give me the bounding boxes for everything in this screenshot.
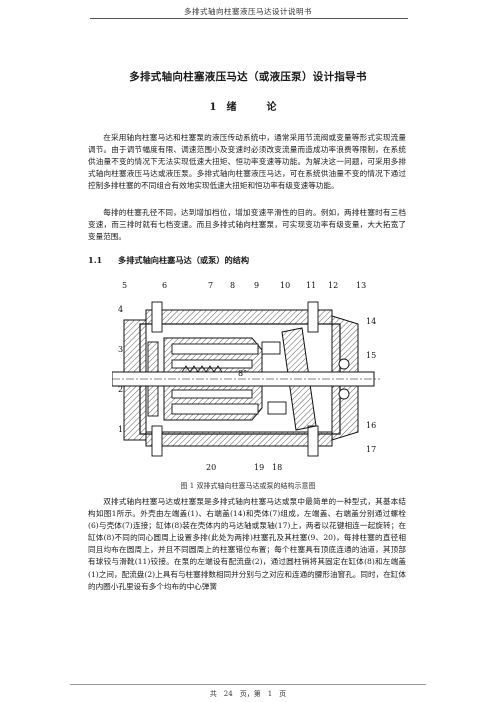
paragraph-structure: 双排式轴向柱塞马达或柱塞泵是多排式轴向柱塞马达或泵中最简单的一种型式，其基本结构… bbox=[88, 497, 406, 591]
pistons bbox=[171, 343, 259, 415]
callout-8: 8 bbox=[230, 281, 235, 290]
section-title-text: 绪 论 bbox=[226, 102, 287, 113]
callout-5: 5 bbox=[122, 281, 127, 290]
header-rule bbox=[90, 18, 408, 19]
callout-18: 18 bbox=[272, 463, 282, 472]
document-title: 多排式轴向柱塞液压马达（或液压泵）设计指导书 bbox=[129, 71, 367, 83]
subsection-heading: 1.1 多排式轴向柱塞马达（或泵）的结构 bbox=[88, 254, 249, 266]
callout-12: 12 bbox=[328, 281, 338, 290]
callout-3: 3 bbox=[118, 345, 123, 354]
structure-drawing: 8° 5 6 7 8 9 10 11 12 13 4 14 3 15 2 1 1… bbox=[112, 281, 380, 472]
center-spring bbox=[181, 365, 223, 373]
callout-4: 4 bbox=[118, 305, 123, 314]
bearings bbox=[338, 358, 350, 400]
callout-7: 7 bbox=[208, 281, 213, 290]
callout-6: 6 bbox=[162, 281, 167, 290]
paragraph-intro: 在采用轴向柱塞马达和柱塞泵的液压传动系统中，通常采用节流阀或变量等形式实现流量调… bbox=[88, 133, 406, 191]
callout-16: 16 bbox=[366, 421, 376, 430]
callout-numbers: 5 6 7 8 9 10 11 12 13 4 14 3 15 2 1 16 1… bbox=[118, 281, 376, 472]
section-number: 1 bbox=[209, 102, 227, 113]
page-header: 多排式轴向柱塞液压马达设计说明书 bbox=[184, 7, 312, 16]
center-angle-label: 8° bbox=[238, 369, 247, 378]
callout-2: 2 bbox=[118, 385, 123, 394]
callout-15: 15 bbox=[366, 351, 376, 360]
callout-1: 1 bbox=[118, 425, 123, 434]
paragraph-gears: 每排的柱塞孔径不同，达到增加档位，增加变速平滑性的目的。例如，两排柱塞时有三档变… bbox=[88, 208, 406, 242]
footer-rule bbox=[70, 684, 426, 685]
callout-9: 9 bbox=[254, 281, 259, 290]
subsection-title: 多排式轴向柱塞马达（或泵）的结构 bbox=[118, 255, 250, 265]
callout-17: 17 bbox=[366, 445, 376, 454]
callout-13: 13 bbox=[356, 281, 366, 290]
slippers bbox=[261, 341, 287, 415]
callout-11: 11 bbox=[306, 281, 316, 290]
figure-caption: 图 1 双排式轴向柱塞马达或泵的结构示意图 bbox=[180, 482, 316, 490]
callout-10: 10 bbox=[280, 281, 290, 290]
top-flange bbox=[145, 309, 333, 325]
subsection-number: 1.1 bbox=[88, 255, 103, 265]
callout-19: 19 bbox=[254, 463, 264, 472]
callout-20: 20 bbox=[206, 463, 216, 472]
callout-14: 14 bbox=[366, 317, 376, 326]
section-title: 1绪 论 bbox=[0, 98, 496, 113]
bottom-flange bbox=[145, 431, 333, 447]
page-footer: 共 24 页，第 1 页 bbox=[209, 690, 287, 698]
